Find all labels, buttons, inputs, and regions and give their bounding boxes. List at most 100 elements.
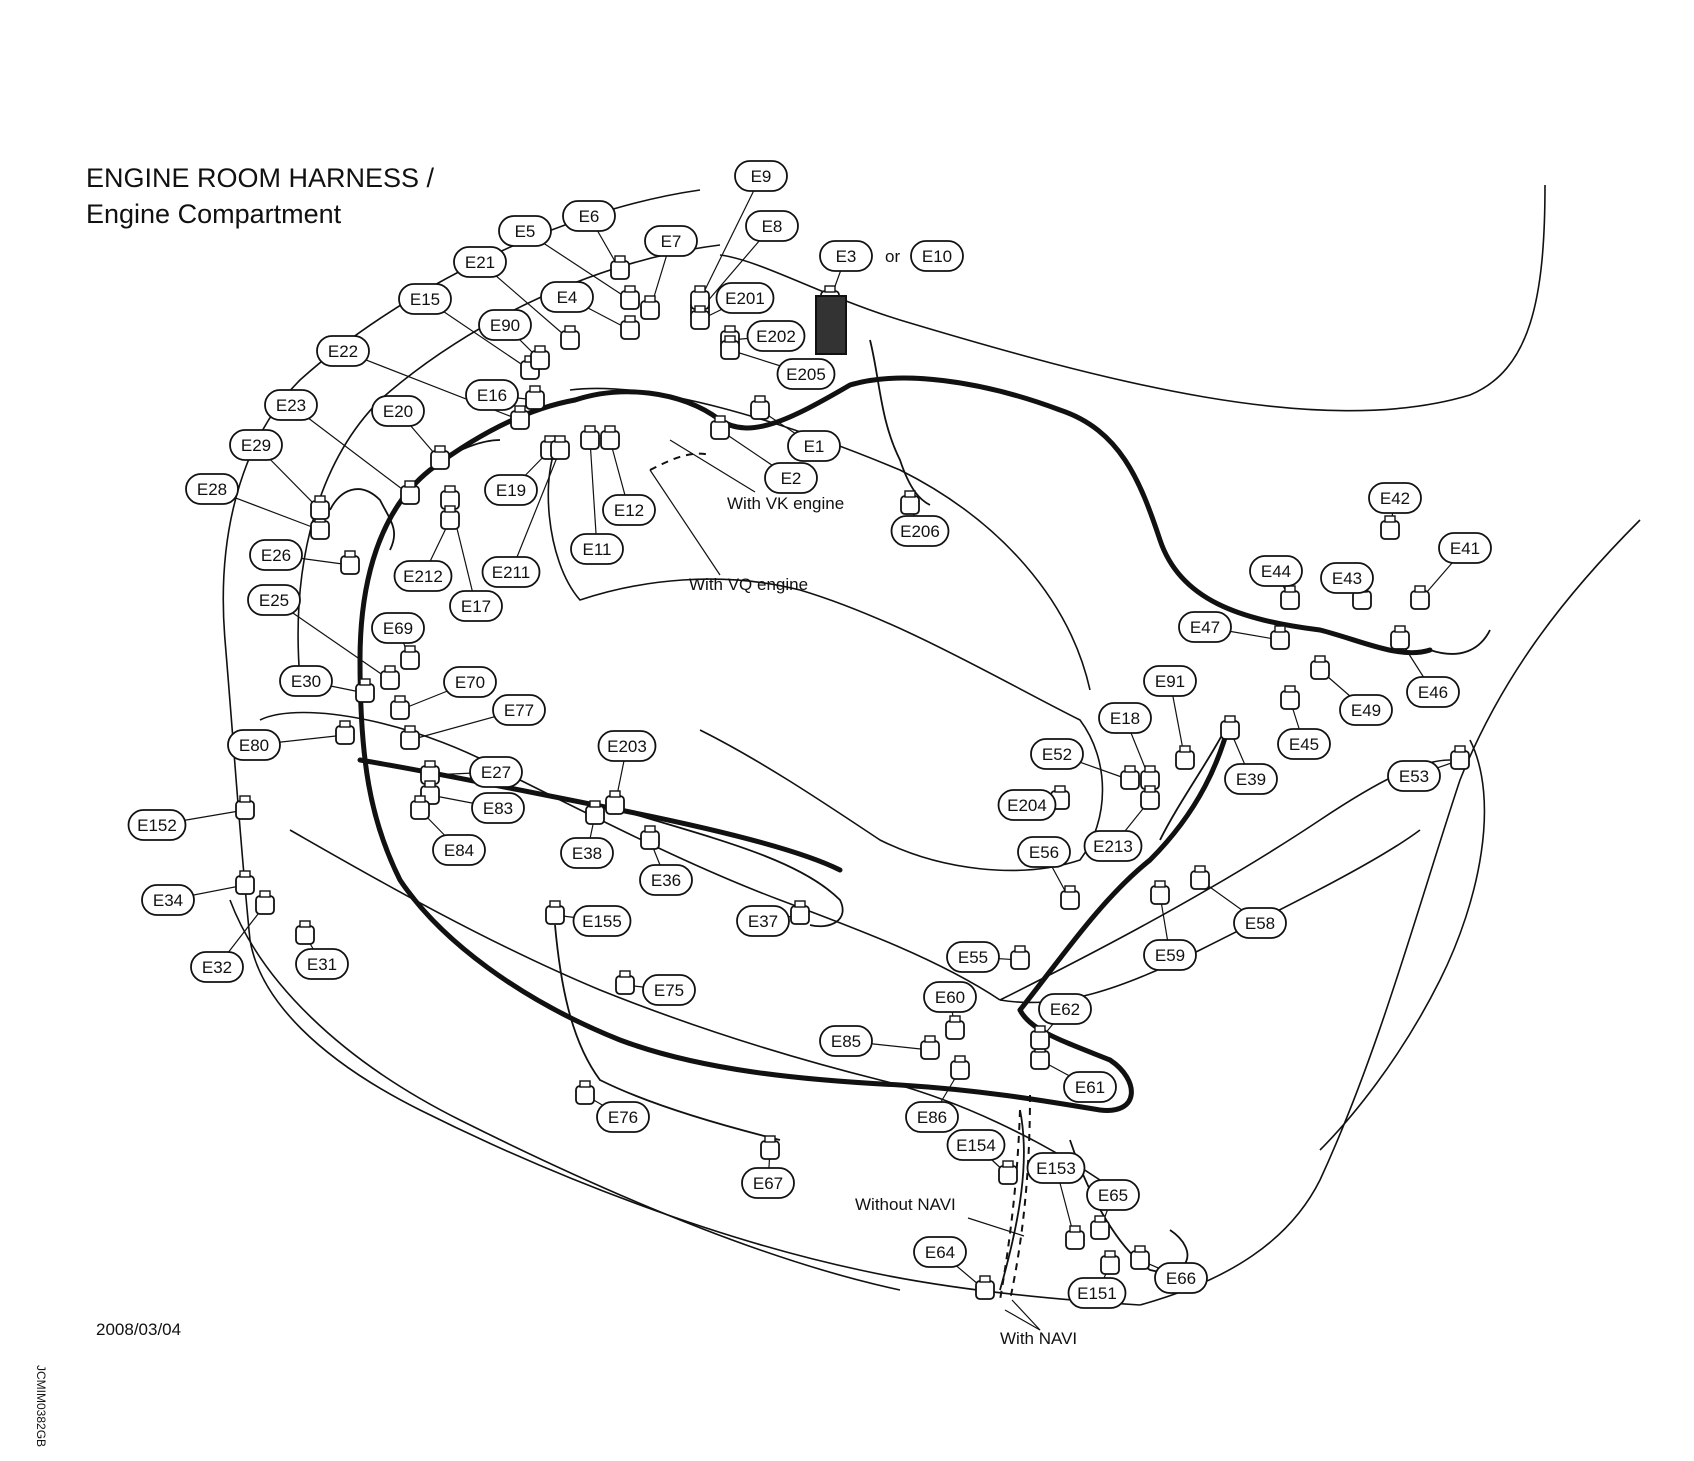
callout-e12: E12 <box>602 494 656 526</box>
connector-body-e201 <box>690 310 710 330</box>
callout-e1: E1 <box>787 430 841 462</box>
connector-cap-e62 <box>1034 1025 1046 1033</box>
callout-e15: E15 <box>398 283 452 315</box>
connector-body-e154 <box>998 1165 1018 1185</box>
callout-e3: E3 <box>819 240 873 272</box>
connector-cap-e76 <box>579 1080 591 1088</box>
connector-cap-e201 <box>694 305 706 313</box>
connector-cap-e91 <box>1179 745 1191 753</box>
connector-body-e22 <box>510 410 530 430</box>
callout-oval-e22 <box>316 335 370 367</box>
connector-cap-e84 <box>414 795 426 803</box>
callout-label-e38: E38 <box>572 844 602 863</box>
connector-body-e6 <box>610 260 630 280</box>
note-vk-pointer <box>669 439 756 493</box>
callout-e45: E45 <box>1277 728 1331 760</box>
connector-cap-e21 <box>564 325 576 333</box>
callout-label-e17: E17 <box>461 597 491 616</box>
connector-cap-e83 <box>424 780 436 788</box>
callout-label-e29: E29 <box>241 436 271 455</box>
connector-body-e39 <box>1220 720 1240 740</box>
connector-cap-e6 <box>614 255 626 263</box>
callout-label-e55: E55 <box>958 948 988 967</box>
callout-e30: E30 <box>279 665 333 697</box>
callout-label-e90: E90 <box>490 316 520 335</box>
callout-oval-e36 <box>639 864 693 896</box>
connector-cap-e44 <box>1284 585 1296 593</box>
callout-label-e32: E32 <box>202 958 232 977</box>
callout-oval-e203 <box>597 730 657 762</box>
connector-cap-e39 <box>1224 715 1236 723</box>
harness-branches <box>329 339 1491 1291</box>
callout-oval-e19 <box>484 474 538 506</box>
callout-oval-e45 <box>1277 728 1331 760</box>
callout-e42: E42 <box>1368 482 1422 514</box>
connector-body-e61 <box>1030 1050 1050 1070</box>
callout-oval-e154 <box>946 1129 1006 1161</box>
connector-cap-e9 <box>694 285 706 293</box>
callout-e23: E23 <box>264 389 318 421</box>
callout-label-e69: E69 <box>383 619 413 638</box>
callout-oval-e84 <box>432 834 486 866</box>
callout-label-e201: E201 <box>725 289 765 308</box>
title-line-1: ENGINE ROOM HARNESS / <box>86 163 435 193</box>
harness-trunk-top <box>572 375 1433 656</box>
callout-oval-e30 <box>279 665 333 697</box>
harness-trunk-right <box>1017 717 1233 1013</box>
connector-cap-e155 <box>549 900 561 908</box>
callout-label-e64: E64 <box>925 1243 955 1262</box>
callout-label-e205: E205 <box>786 365 826 384</box>
connector-cap-e204 <box>1054 785 1066 793</box>
callout-label-e3: E3 <box>836 247 857 266</box>
callout-e77: E77 <box>492 694 546 726</box>
connector-cap-e59 <box>1154 880 1166 888</box>
callout-label-e53: E53 <box>1399 767 1429 786</box>
headlamp-outline <box>1319 739 1486 1151</box>
callout-e66: E66 <box>1154 1262 1208 1294</box>
callout-oval-e46 <box>1406 676 1460 708</box>
callout-oval-e76 <box>596 1101 650 1133</box>
callout-oval-e17 <box>449 590 503 622</box>
callout-oval-e70 <box>443 666 497 698</box>
connector-body-e84 <box>410 800 430 820</box>
callout-e153: E153 <box>1026 1152 1086 1184</box>
connector-body-e152 <box>235 800 255 820</box>
connector-cap-e75 <box>619 970 631 978</box>
connector-cap-e18 <box>1144 765 1156 773</box>
connector-cap-e152 <box>239 795 251 803</box>
callout-oval-e75 <box>642 974 696 1006</box>
connector-body-e36 <box>640 830 660 850</box>
callout-label-e44: E44 <box>1261 562 1291 581</box>
callout-label-e23: E23 <box>276 396 306 415</box>
connector-cap-e45 <box>1284 685 1296 693</box>
connector-body-e21 <box>560 330 580 350</box>
callout-e41: E41 <box>1438 532 1492 564</box>
callout-e39: E39 <box>1224 763 1278 795</box>
connector-body-e37 <box>790 905 810 925</box>
callout-e91: E91 <box>1143 665 1197 697</box>
callout-oval-e152 <box>127 809 187 841</box>
harness-trunk-left <box>357 397 1134 1113</box>
callout-e201: E201 <box>715 282 775 314</box>
apron-line <box>547 439 1104 872</box>
connector-body-e205 <box>720 340 740 360</box>
callout-e16: E16 <box>465 379 519 411</box>
fender-right-line <box>1139 519 1641 1306</box>
vehicle-outline <box>222 184 1641 1306</box>
connector-body-e12 <box>600 430 620 450</box>
connector-body-e30 <box>355 683 375 703</box>
connector-cap-e30 <box>359 678 371 686</box>
connector-body-e47 <box>1270 630 1290 650</box>
connector-body-e20 <box>430 450 450 470</box>
callout-e6: E6 <box>562 200 616 232</box>
callout-label-e66: E66 <box>1166 1269 1196 1288</box>
callout-oval-e11 <box>570 533 624 565</box>
callout-label-e42: E42 <box>1380 489 1410 508</box>
callout-e86: E86 <box>905 1101 959 1133</box>
callout-e53: E53 <box>1387 760 1441 792</box>
document-id: JCMIM0382GB <box>34 1365 48 1448</box>
callout-e84: E84 <box>432 834 486 866</box>
connector-cap-e25 <box>384 665 396 673</box>
dashed-with-navi <box>999 1109 1021 1301</box>
connector-cap-e7 <box>644 295 656 303</box>
